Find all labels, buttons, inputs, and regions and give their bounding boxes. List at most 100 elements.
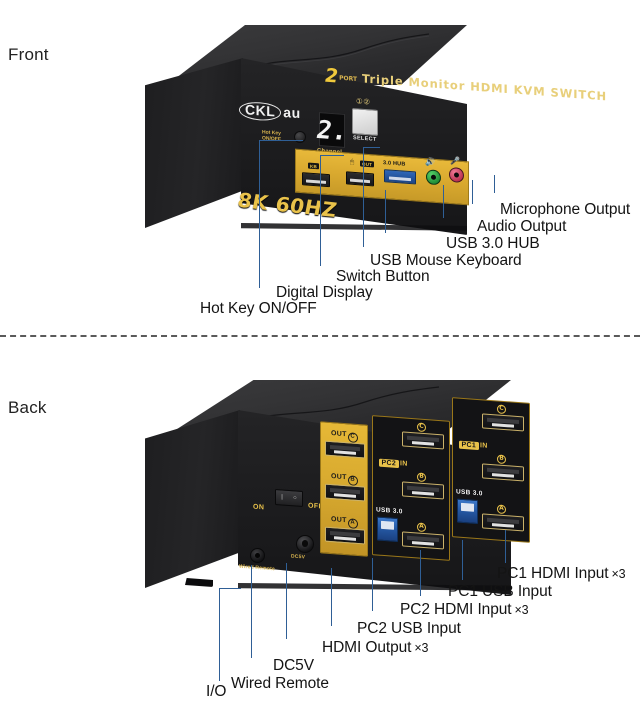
speaker-icon: 🔊 [425, 157, 435, 167]
brand-logo-text: CKL [239, 100, 282, 122]
switch-button[interactable] [352, 108, 378, 136]
device-bottom-lip [241, 223, 467, 231]
leader-pc1-hdmi-input [505, 530, 506, 563]
pc2-hdmi-letter-c: C [417, 422, 426, 433]
usb-mouse-port[interactable] [346, 171, 374, 187]
pc1-usb-print-label: USB 3.0 [456, 488, 483, 498]
chassis-foot [185, 578, 213, 587]
hdmi-output-port-a[interactable] [325, 526, 365, 545]
pc1-hdmi-input-a[interactable] [482, 513, 524, 532]
back-view-label: Back [8, 398, 47, 417]
callout-pc1-usb-input-label: PC1 USB Input [448, 583, 552, 600]
microphone-icon: 🎤 [450, 155, 460, 166]
pc1-chip: PC1 [459, 440, 479, 450]
leader-io-h [219, 588, 241, 589]
callout-switch-button: Switch Button [336, 268, 430, 285]
pc2-hdmi-letter-b: B [417, 472, 426, 483]
mouse-icon: 🖱 [350, 158, 355, 166]
leader-usb-3-hub [443, 185, 444, 218]
callout-hdmi-output-suffix: ×3 [414, 641, 429, 655]
leader-switch-button-h [363, 147, 380, 148]
pc2-hdmi-input-c[interactable] [402, 431, 444, 450]
leader-pc2-usb-input [372, 558, 373, 611]
callout-pc2-hdmi-input-suffix: ×3 [514, 603, 529, 617]
pc2-in-word: IN [400, 460, 408, 468]
leader-usb-mouse-keyboard [385, 190, 386, 233]
power-switch[interactable]: | ○ [275, 488, 303, 508]
callout-microphone-output: Microphone Output [500, 201, 631, 218]
leader-hot-key [259, 140, 260, 288]
section-divider [0, 335, 640, 337]
pc1-hdmi-input-b[interactable] [482, 463, 524, 482]
audio-output-jack[interactable] [426, 169, 441, 186]
leader-switch-button [363, 147, 364, 247]
hdmi-output-port-b[interactable] [325, 483, 365, 502]
pc2-chip: PC2 [379, 458, 399, 468]
leader-wired-remote [251, 565, 252, 658]
leader-pc1-usb-input [462, 540, 463, 580]
callout-pc2-usb-input-label: PC2 USB Input [357, 620, 461, 637]
pc1-usb-input-port[interactable] [457, 498, 478, 525]
out-tag-text-a: OUT [331, 516, 347, 525]
port-word: PORT [339, 74, 358, 84]
leader-io [219, 588, 220, 681]
hot-key-print-label: Hot Key ON/OFF [262, 129, 281, 143]
brand-logo-suffix: au [283, 103, 301, 122]
dc5v-power-jack[interactable] [296, 535, 314, 553]
leader-digital-display [320, 155, 321, 266]
out-tag-text-b: OUT [331, 473, 347, 482]
pc1-hdmi-letter-a: A [497, 504, 506, 515]
hdmi-output-port-c[interactable] [325, 440, 365, 459]
rocker-mark-i: | [281, 494, 283, 501]
callout-pc1-hdmi-input: PC1 HDMI Input×3 [497, 565, 626, 583]
callout-usb-mouse-keyboard: USB Mouse Keyboard [370, 252, 522, 269]
callout-pc1-hdmi-input-label: PC1 HDMI Input [497, 565, 609, 582]
port-count: 2 [325, 64, 340, 88]
back-device-left-side-panel [145, 410, 240, 588]
pc2-usb-input-port[interactable] [377, 516, 398, 543]
leader-microphone-output [494, 175, 495, 193]
callout-audio-output: Audio Output [477, 218, 567, 235]
front-view-label: Front [8, 45, 49, 64]
leader-dc5v [286, 563, 287, 639]
callout-digital-display: Digital Display [276, 284, 373, 301]
pc2-hdmi-letter-a: A [417, 522, 426, 533]
pc1-hdmi-letter-b: B [497, 454, 506, 465]
callout-pc1-hdmi-input-suffix: ×3 [611, 567, 626, 581]
usb-keyboard-port[interactable] [302, 172, 330, 188]
leader-hdmi-output [331, 568, 332, 626]
callout-pc1-usb-input: PC1 USB Input [448, 583, 552, 601]
select-indicator-icons: ①② [356, 96, 371, 107]
callout-dc5v: DC5V [273, 657, 314, 674]
callout-hdmi-output: HDMI Output×3 [322, 639, 429, 657]
wired-remote-jack[interactable] [250, 548, 265, 563]
callout-wired-remote: Wired Remote [231, 675, 329, 692]
hot-key-line-2: ON/OFF [262, 135, 281, 143]
keyboard-port-tag: KB [308, 162, 319, 170]
pc2-hdmi-input-a[interactable] [402, 531, 444, 550]
usb-hub-print-label: 3.0 HUB [383, 160, 406, 168]
dc5v-print-label: DC5V [291, 553, 306, 561]
microphone-output-jack[interactable] [449, 166, 464, 184]
callout-hdmi-output-label: HDMI Output [322, 639, 412, 656]
device-left-side-panel [145, 58, 243, 228]
out-tag-text-c: OUT [331, 430, 347, 439]
pc2-usb-print-label: USB 3.0 [376, 506, 403, 516]
callout-pc2-usb-input: PC2 USB Input [357, 620, 461, 638]
usb-3-hub-port[interactable] [384, 169, 416, 185]
callout-pc2-hdmi-input-label: PC2 HDMI Input [400, 601, 512, 618]
leader-pc2-hdmi-input [420, 550, 421, 596]
pc1-hdmi-input-c[interactable] [482, 413, 524, 432]
callout-io: I/O [206, 683, 227, 700]
pc2-hdmi-input-b[interactable] [402, 481, 444, 500]
back-device-bottom-lip [238, 583, 511, 591]
hot-key-button[interactable] [294, 131, 306, 143]
power-on-label: ON [253, 503, 265, 512]
leader-audio-output [472, 180, 473, 204]
